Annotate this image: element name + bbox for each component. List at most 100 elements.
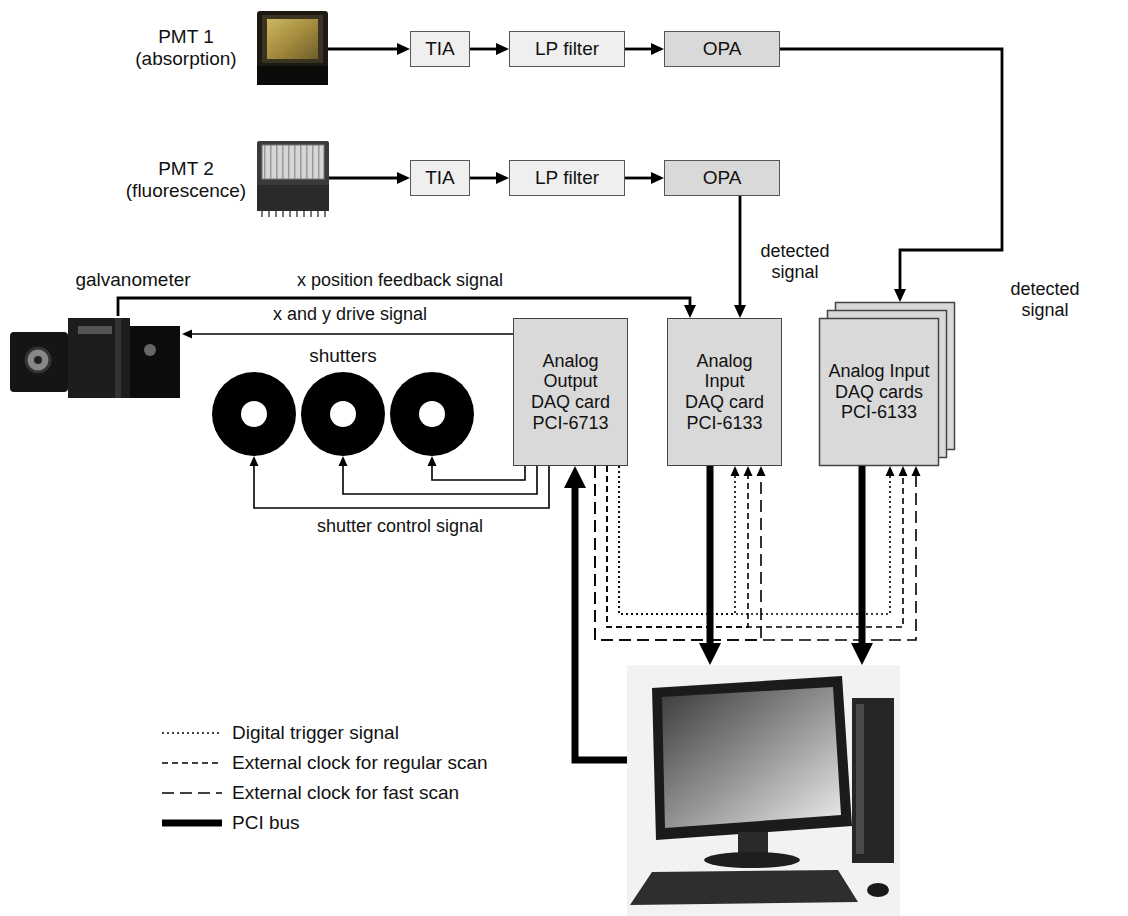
computer-illustration-part: [867, 883, 889, 897]
connector-line: [859, 466, 866, 644]
edge-label: detected signal: [1002, 279, 1088, 320]
daq-card-stack-illustration: [820, 303, 955, 466]
daq-card-stack: Analog Input DAQ cards PCI-6133: [819, 302, 955, 466]
connector-line: [707, 466, 714, 644]
pmt-illustration-part: [262, 145, 324, 179]
node-label: shutters: [212, 345, 474, 367]
connector: [619, 466, 895, 614]
connector-line: [191, 333, 513, 335]
connector-line: [254, 465, 549, 508]
connector: [619, 466, 740, 614]
arrowhead: [699, 643, 721, 665]
connector: [470, 43, 509, 55]
shutter-illustration-part: [419, 401, 445, 427]
arrowhead: [496, 172, 509, 184]
connector: [595, 466, 921, 640]
connector-line: [625, 48, 652, 51]
legend-sample-part: [162, 820, 222, 827]
process-box: LP filter: [509, 31, 625, 67]
pmt-illustration-part: [262, 15, 323, 63]
arrowhead: [894, 289, 906, 302]
connector-line: [432, 465, 525, 480]
connector-line: [470, 177, 497, 180]
shutter-illustration-part: [301, 372, 385, 456]
process-box: TIA: [410, 31, 470, 67]
pmt-illustration-part: [267, 19, 318, 59]
galvanometer-icon: galvanometer: [8, 316, 182, 400]
arrowhead: [397, 172, 410, 184]
connector-line: [619, 466, 735, 614]
computer-illustration-part: [852, 698, 894, 863]
node-text: Analog Output DAQ card PCI-6713: [526, 351, 616, 434]
legend-text: Digital trigger signal: [232, 722, 399, 744]
connector-line: [595, 466, 761, 640]
shutter-group: shutters: [212, 372, 474, 456]
arrowhead: [397, 43, 410, 55]
shutter-illustration: [212, 372, 474, 456]
arrowhead: [912, 466, 921, 476]
connector-line: [328, 48, 398, 51]
edge-label: shutter control signal: [314, 516, 486, 537]
connector-group: [118, 43, 1002, 760]
shutter-illustration-part: [212, 372, 296, 456]
node-text: OPA: [703, 38, 742, 60]
computer-illustration-part: [662, 687, 841, 828]
connector-line: [625, 177, 652, 180]
connector: [625, 172, 664, 184]
legend-text: External clock for regular scan: [232, 752, 488, 774]
process-box: TIA: [410, 160, 470, 196]
arrowhead: [899, 466, 908, 476]
process-box: OPA: [664, 160, 780, 196]
computer-icon: [627, 665, 900, 916]
galvanometer-illustration-part: [144, 344, 156, 356]
node-label: galvanometer: [55, 269, 211, 291]
node-text: TIA: [425, 167, 455, 189]
connector: [470, 172, 509, 184]
connector-line: [619, 466, 890, 614]
node-label: PMT 1 (absorption): [123, 26, 249, 70]
arrowhead: [684, 305, 696, 318]
connector: [250, 456, 550, 508]
computer-illustration-part: [856, 704, 864, 854]
connector-line: [607, 466, 748, 627]
legend-sample-part: [162, 762, 222, 764]
galvanometer-illustration-part: [26, 348, 50, 372]
computer-illustration: [627, 665, 900, 916]
arrowhead: [182, 330, 192, 339]
arrowhead: [886, 466, 895, 476]
connector: [625, 43, 664, 55]
connector: [328, 43, 410, 55]
edge-label: x and y drive signal: [270, 304, 430, 325]
galvanometer-illustration-part: [78, 326, 112, 334]
pmt-illustration: [257, 11, 328, 85]
connector: [595, 466, 766, 640]
connector-line: [343, 465, 537, 494]
computer-illustration-part: [652, 676, 852, 840]
arrowhead: [651, 172, 664, 184]
node-text: Analog Input DAQ card PCI-6133: [684, 351, 766, 434]
daq-card: Analog Input DAQ card PCI-6133: [667, 318, 782, 466]
connector-line: [595, 466, 916, 640]
connector-line: [739, 196, 742, 306]
legend-sample-part: [162, 732, 222, 734]
pmt-detector: PMT 1 (absorption): [257, 11, 328, 85]
shutter-illustration-part: [390, 372, 474, 456]
arrowhead: [731, 466, 740, 476]
daq-card-stack-illustration-part: [820, 319, 939, 466]
computer-illustration-part: [627, 665, 900, 916]
pmt-illustration: [257, 141, 329, 214]
connector-line: [575, 487, 627, 760]
arrowhead: [734, 305, 746, 318]
connector-line: [329, 177, 398, 180]
connector-line: [470, 48, 497, 51]
connector: [699, 466, 721, 665]
pmt-illustration-part: [261, 211, 326, 217]
connector: [182, 330, 513, 339]
connector: [339, 456, 538, 494]
galvanometer-illustration-part: [10, 332, 68, 392]
galvanometer-illustration: [10, 318, 180, 398]
shutter-illustration-part: [241, 401, 267, 427]
